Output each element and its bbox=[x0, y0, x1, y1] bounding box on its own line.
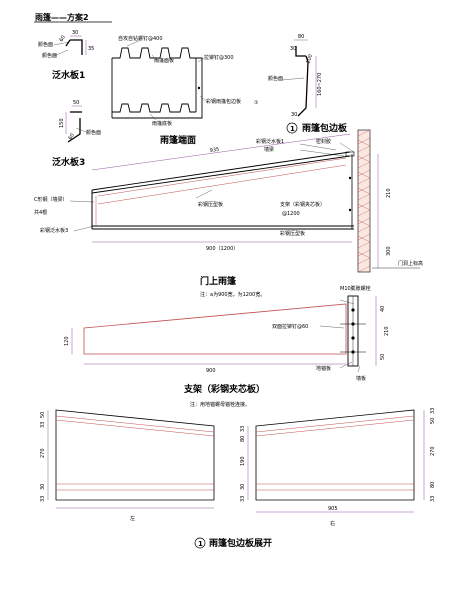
canopy-section-label-bracket-spacing: @1200 bbox=[282, 211, 300, 217]
canopy-end-label-wrap: 彩钢雨篷包边板 bbox=[206, 98, 241, 105]
unfold-ref: 1 bbox=[198, 540, 203, 548]
bracket-label-wall: 墙板 bbox=[356, 375, 366, 382]
unfold-left-dim-1: 33 bbox=[40, 422, 46, 428]
bracket-dim-c: 50 bbox=[380, 354, 386, 360]
door-canopy-title: 门上雨篷 bbox=[200, 275, 237, 287]
edge-wrap-dim-b: 100 bbox=[305, 54, 314, 65]
bracket-label-bolt: M10膨胀螺栓 bbox=[340, 285, 371, 292]
canopy-section-label-flashing1: 彩钢泛水板1 bbox=[256, 138, 284, 145]
unfold-right-dim-width: 905 bbox=[328, 506, 338, 512]
unfold-right-dim-right-0: 33 bbox=[430, 408, 436, 414]
canopy-section-dim-h2: 300 bbox=[386, 246, 392, 256]
edge-wrap-dim-d: 30 bbox=[291, 112, 297, 118]
edge-wrap-title: 雨篷包边板 bbox=[302, 122, 348, 134]
canopy-section-dim-slope: 935 bbox=[209, 147, 219, 154]
sheet-title: 雨篷——方案2 bbox=[35, 12, 89, 22]
edge-wrap-ref: 1 bbox=[290, 125, 295, 133]
edge-wrap-label: 颜色面 bbox=[268, 75, 283, 82]
edge-wrap-dim-a: 30 bbox=[290, 46, 296, 52]
canopy-end-drawing bbox=[111, 39, 207, 121]
unfold-left-drawing bbox=[47, 409, 215, 509]
canopy-end-label-rivet: 拉铆钉@300 bbox=[204, 54, 234, 61]
canopy-section-dim-span: 900（1200） bbox=[206, 246, 238, 252]
unfold-left-caption: 左 bbox=[130, 515, 135, 522]
unfold-title: 雨篷包边板展开 bbox=[209, 537, 272, 549]
edge-wrap-detail bbox=[281, 39, 317, 117]
bracket-label-anchor: 地锚板 bbox=[316, 365, 331, 372]
unfold-right-dim-right-3: 80 bbox=[430, 482, 436, 488]
canopy-section-drawing bbox=[69, 129, 420, 273]
unfold-right-dim-right-2: 270 bbox=[430, 446, 436, 456]
canopy-end-label-screw: 自攻自钻螺钉@400 bbox=[118, 35, 163, 42]
flashing-board-1-title: 泛水板1 bbox=[52, 69, 85, 81]
edge-wrap-dim-c: 160~270 bbox=[317, 73, 323, 96]
flashing-board-3-dim-side: 150 bbox=[59, 118, 65, 128]
unfold-ref-circle bbox=[194, 537, 206, 549]
canopy-section-label-bracket: 支架（彩钢夹芯板） bbox=[280, 201, 325, 208]
unfold-right-dim-left-1: 80 bbox=[240, 436, 246, 442]
unfold-right-caption: 右 bbox=[330, 520, 335, 527]
canopy-end-label-bottom-panel: 雨篷底板 bbox=[152, 120, 172, 127]
unfold-right-dim-right-1: 50 bbox=[430, 418, 436, 424]
canopy-section-label-flashing3: 彩钢泛水板3 bbox=[40, 227, 68, 234]
bracket-dim-a: 40 bbox=[380, 306, 386, 312]
unfold-left-dim-4: 33 bbox=[40, 496, 46, 502]
edge-wrap-ref-circle bbox=[286, 122, 298, 134]
unfold-left-dim-0: 50 bbox=[40, 412, 46, 418]
canopy-section-dim-h1: 210 bbox=[386, 188, 392, 198]
bracket-title: 支架（彩钢夹芯板） bbox=[183, 383, 265, 395]
bracket-drawing bbox=[71, 295, 377, 373]
unfold-left-dim-3: 30 bbox=[40, 484, 46, 490]
door-canopy-note: 注：a为900宽，为1200宽。 bbox=[200, 291, 265, 298]
flashing-board-3-label: 颜色面 bbox=[86, 129, 101, 136]
unfold-right-dim-left-0: 33 bbox=[240, 426, 246, 432]
edge-wrap-dim-top: 80 bbox=[298, 34, 304, 40]
flashing-board-1-dim-slant: 60 bbox=[59, 34, 67, 43]
unfold-left-dim-2: 270 bbox=[40, 448, 46, 458]
unfold-right-dim-left-2: 190 bbox=[240, 456, 246, 466]
unfold-right-dim-left-4: 33 bbox=[240, 496, 246, 502]
canopy-section-label-wall-beam: 墙梁 bbox=[264, 146, 274, 153]
bracket-dim-b: 210 bbox=[384, 326, 390, 336]
flashing-board-1-detail bbox=[53, 35, 87, 57]
flashing-board-1-dim-side: 35 bbox=[88, 46, 94, 52]
unfold-right-dim-left-3: 30 bbox=[240, 484, 246, 490]
bracket-dim-len: 900 bbox=[206, 368, 216, 374]
flashing-board-3-dim-top: 50 bbox=[73, 100, 79, 106]
canopy-section-label-color-panel: 彩钢压型板 bbox=[198, 201, 223, 208]
canopy-section-label-channel: C形钢（墙梁） bbox=[34, 196, 68, 203]
canopy-section-label-door: 门洞上标高 bbox=[398, 260, 423, 267]
unfold-right-drawing bbox=[247, 409, 425, 513]
canopy-end-label-top-panel: 雨篷面板 bbox=[154, 57, 174, 64]
flashing-board-3-dim-slant: 60 bbox=[68, 132, 76, 141]
flashing-board-1-label-b: 颜色面 bbox=[42, 52, 57, 59]
flashing-board-3-title: 泛水板3 bbox=[52, 156, 85, 168]
flashing-board-1-dim-top: 30 bbox=[72, 30, 78, 36]
bracket-note: 注：用地锚螺母锚栓连接。 bbox=[190, 401, 250, 408]
unfold-right-dim-right-4: 33 bbox=[430, 496, 436, 502]
flashing-board-1-label-a: 颜色面 bbox=[38, 41, 53, 48]
bracket-label-rivet: 双面拉铆钉@60 bbox=[272, 323, 308, 330]
canopy-section-label-sealant: 密封胶 bbox=[316, 138, 331, 145]
canopy-section-label-channel-count: 共4根 bbox=[34, 209, 47, 216]
canopy-end-ref: ① bbox=[254, 100, 259, 106]
flashing-board-3-detail bbox=[65, 105, 87, 143]
bracket-dim-h-left: 120 bbox=[64, 336, 70, 346]
canopy-section-label-bottom-panel: 彩钢压型板 bbox=[280, 230, 305, 237]
canopy-end-title: 雨篷端面 bbox=[160, 134, 196, 146]
